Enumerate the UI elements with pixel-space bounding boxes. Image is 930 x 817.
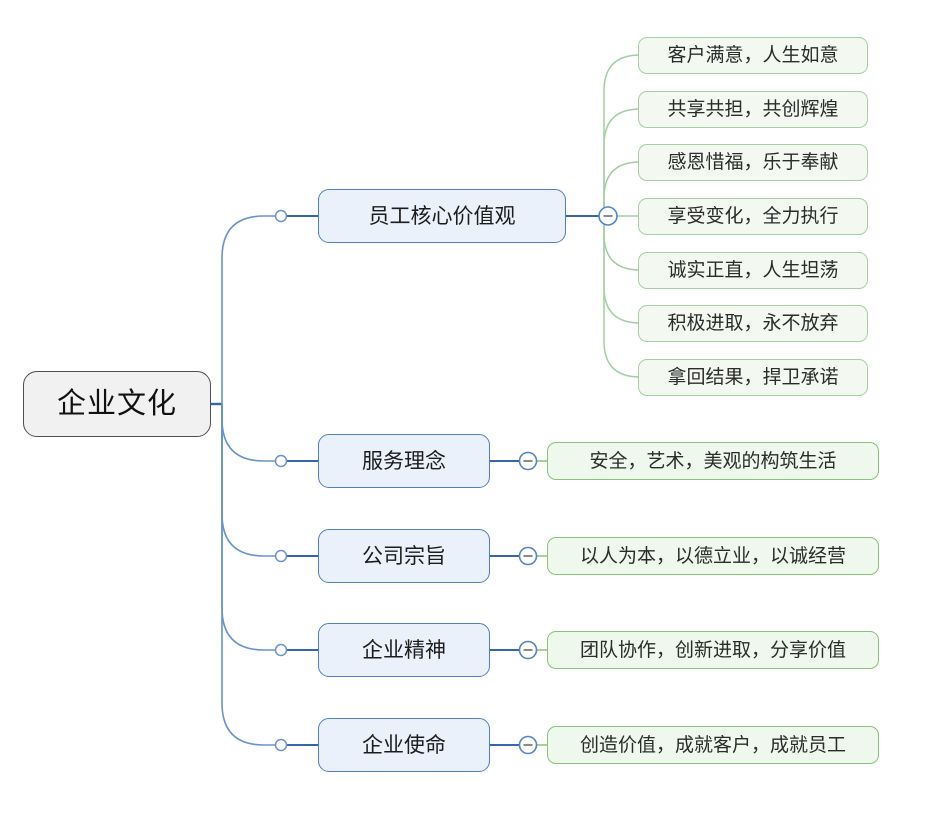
- collapse-button[interactable]: [518, 735, 538, 755]
- connector-line: [221, 404, 318, 462]
- connector-line: [221, 404, 318, 651]
- branch-topic[interactable]: 员工核心价值观: [318, 189, 566, 243]
- connector-dot-icon: [274, 209, 288, 223]
- branch-topic[interactable]: 公司宗旨: [318, 529, 490, 583]
- connector-line: [221, 404, 318, 557]
- leaf-topic[interactable]: 积极进取，永不放弃: [638, 304, 868, 342]
- collapse-button[interactable]: [518, 451, 538, 471]
- branch-topic[interactable]: 企业精神: [318, 623, 490, 677]
- connector-line: [603, 54, 641, 216]
- leaf-topic[interactable]: 以人为本，以德立业，以诚经营: [547, 537, 879, 575]
- connector-dot-icon: [274, 454, 288, 468]
- leaf-topic[interactable]: 诚实正直，人生坦荡: [638, 251, 868, 289]
- connector-line: [221, 404, 318, 746]
- leaf-topic[interactable]: 拿回结果，捍卫承诺: [638, 358, 868, 396]
- connector-dot-icon: [274, 738, 288, 752]
- collapse-button[interactable]: [598, 206, 618, 226]
- branch-topic[interactable]: 服务理念: [318, 434, 490, 488]
- leaf-topic[interactable]: 团队协作，创新进取，分享价值: [547, 631, 879, 669]
- leaf-topic[interactable]: 安全，艺术，美观的构筑生活: [547, 442, 879, 480]
- collapse-button[interactable]: [518, 640, 538, 660]
- leaf-topic[interactable]: 感恩惜福，乐于奉献: [638, 143, 868, 181]
- leaf-topic[interactable]: 创造价值，成就客户，成就员工: [547, 726, 879, 764]
- leaf-topic[interactable]: 享受变化，全力执行: [638, 197, 868, 235]
- leaf-topic[interactable]: 客户满意，人生如意: [638, 36, 868, 74]
- connector-line: [221, 215, 318, 404]
- leaf-topic[interactable]: 共享共担，共创辉煌: [638, 90, 868, 128]
- root-topic[interactable]: 企业文化: [23, 371, 211, 437]
- collapse-button[interactable]: [518, 546, 538, 566]
- connector-dot-icon: [274, 549, 288, 563]
- connector-line: [603, 216, 641, 378]
- connector-dot-icon: [274, 643, 288, 657]
- branch-topic[interactable]: 企业使命: [318, 718, 490, 772]
